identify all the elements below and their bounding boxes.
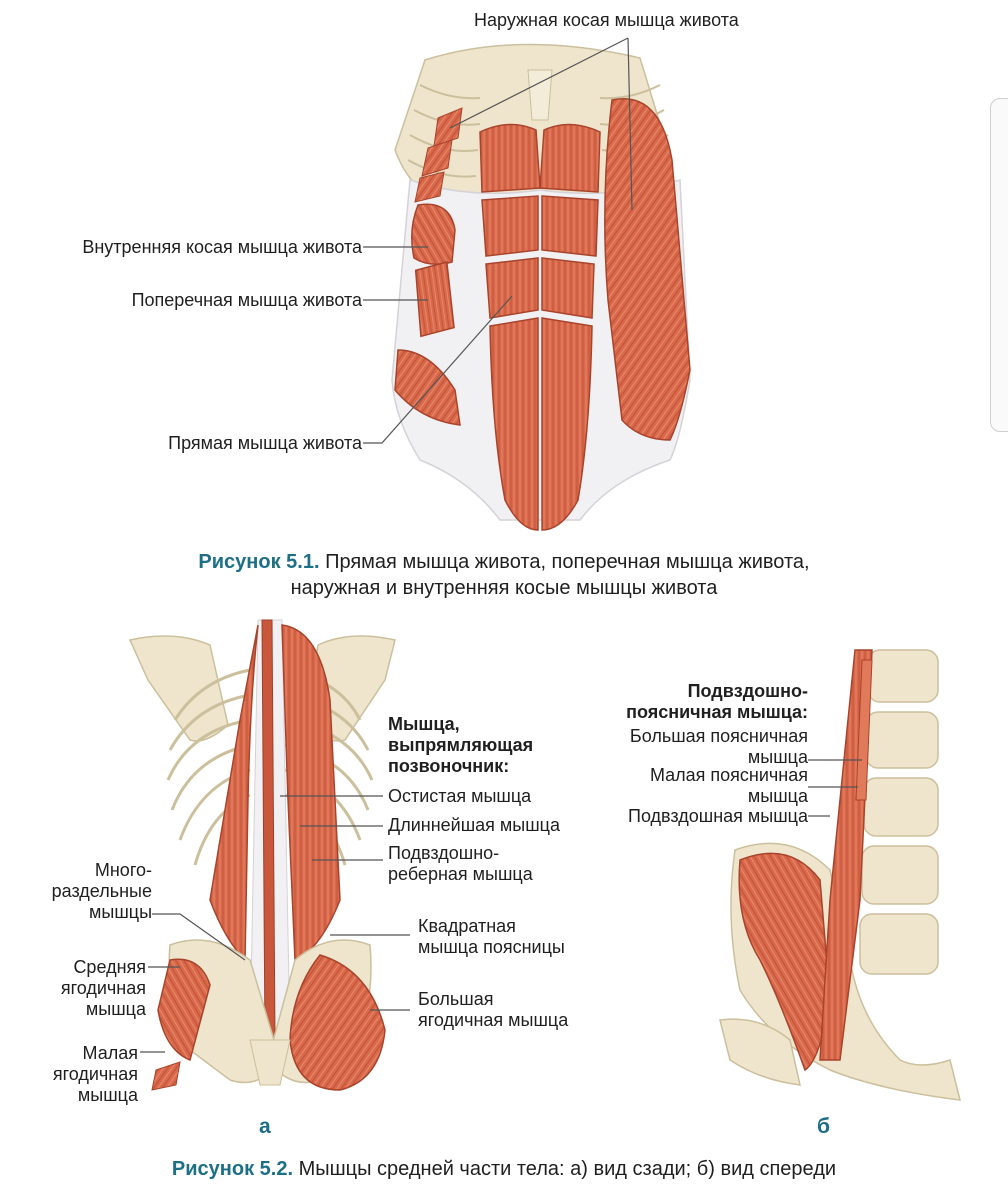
- caption-text-2: Мышцы средней части тела: а) вид сзади; …: [298, 1158, 837, 1180]
- front-view-illustration: [719, 649, 961, 1101]
- label-psoas-minor: Малая поясничная мышца: [649, 765, 808, 806]
- label-multifidus: Много- раздельные мышцы: [51, 860, 152, 922]
- label-internal-oblique: Внутренняя косая мышца живота: [82, 237, 362, 257]
- label-rectus: Прямая мышца живота: [168, 433, 362, 453]
- abdomen-illustration: [363, 37, 691, 531]
- label-iliopsoas-heading: Подвздошно- поясничная мышца:: [626, 681, 808, 722]
- label-gluteus-maximus: Большая ягодичная мышца: [418, 989, 569, 1030]
- figure-caption-5-1: Рисунок 5.1. Прямая мышца живота, попере…: [0, 549, 1008, 601]
- label-gluteus-medius: Средняя ягодичная мышца: [60, 957, 146, 1019]
- figure-caption-5-2: Рисунок 5.2. Мышцы средней части тела: а…: [0, 1156, 1008, 1182]
- label-spinalis: Остистая мышца: [388, 786, 532, 806]
- label-longissimus: Длиннейшая мышца: [388, 815, 560, 835]
- rectus-abdominis-shape: [479, 123, 601, 531]
- label-psoas-major: Большая поясничная мышца: [629, 726, 808, 767]
- panel-letter-a: а: [259, 1115, 271, 1138]
- back-view-illustration: [128, 619, 410, 1091]
- label-transverse: Поперечная мышца живота: [131, 290, 362, 310]
- label-quadratus-lumborum: Квадратная мышца поясницы: [418, 916, 565, 957]
- label-external-oblique: Наружная косая мышца живота: [474, 10, 739, 30]
- label-iliacus: Подвздошная мышца: [628, 806, 808, 826]
- caption-line-2: наружная и внутренняя косые мышцы живота: [290, 577, 718, 599]
- label-iliocostalis: Подвздошно- реберная мышца: [388, 843, 533, 884]
- side-scroll-tab[interactable]: [990, 98, 1008, 432]
- panel-letter-b: б: [817, 1115, 830, 1138]
- caption-number: Рисунок 5.1.: [198, 551, 320, 573]
- caption-line-1: Прямая мышца живота, поперечная мышца жи…: [325, 551, 810, 573]
- label-erector-heading: Мышца, выпрямляющая позвоночник:: [388, 714, 534, 776]
- caption-number-2: Рисунок 5.2.: [171, 1158, 294, 1180]
- label-gluteus-minimus: Малая ягодичная мышца: [52, 1043, 138, 1105]
